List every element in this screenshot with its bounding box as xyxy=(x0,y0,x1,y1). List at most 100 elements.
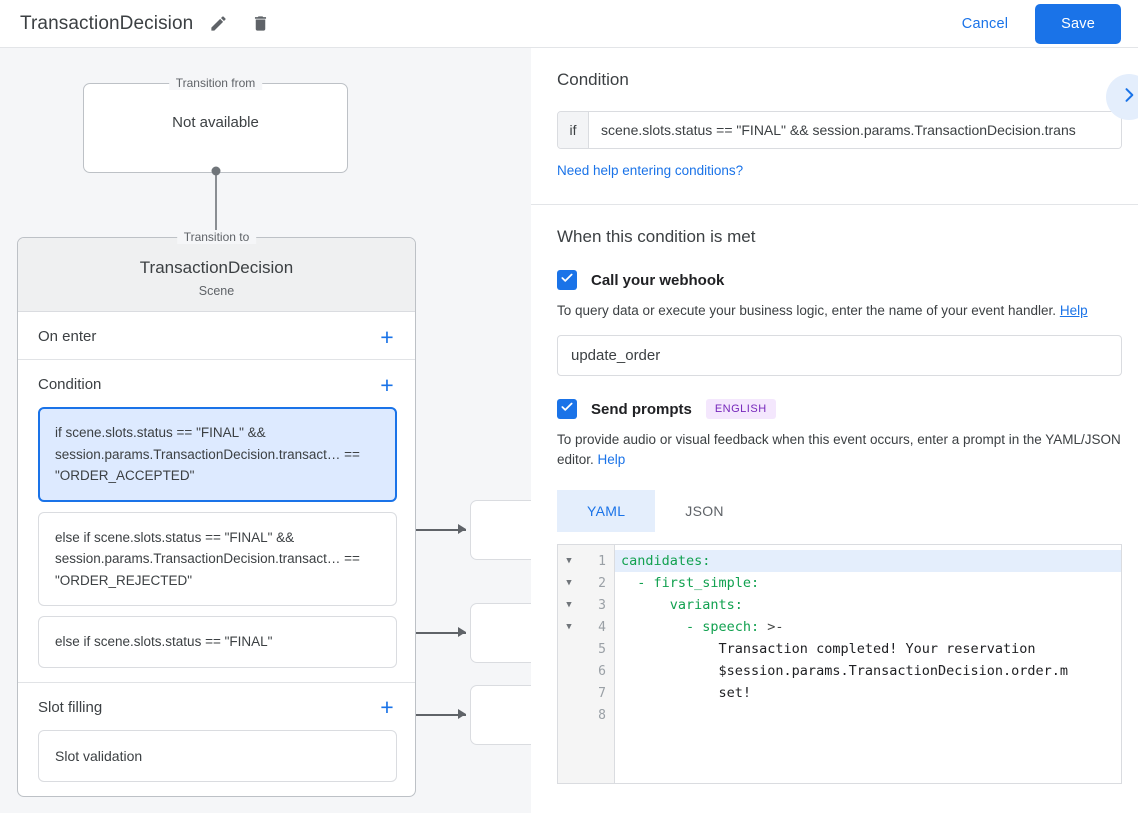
editor-code-line xyxy=(615,704,1121,726)
section-title-on-enter: On enter xyxy=(38,328,97,345)
details-panel: Condition if Need help entering conditio… xyxy=(531,48,1138,813)
cancel-button[interactable]: Cancel xyxy=(961,15,1009,32)
condition-input[interactable] xyxy=(589,112,1121,148)
fold-triangle-icon[interactable]: ▼ xyxy=(566,600,572,610)
condition-section-header: Condition xyxy=(531,48,1138,90)
condition-input-row: if xyxy=(557,111,1122,149)
call-webhook-row: Call your webhook xyxy=(557,270,1122,290)
language-chip: ENGLISH xyxy=(705,399,776,419)
save-button[interactable]: Save xyxy=(1035,3,1121,44)
prompts-description-text: To provide audio or visual feedback when… xyxy=(557,432,1121,467)
scene-name: TransactionDecision xyxy=(139,258,294,277)
editor-gutter-line: ▼3 xyxy=(558,594,614,616)
condition-target-card[interactable] xyxy=(470,603,531,663)
page-title: TransactionDecision xyxy=(20,12,194,34)
check-icon xyxy=(560,271,574,290)
add-condition-button[interactable]: + xyxy=(380,371,394,398)
line-number: 8 xyxy=(598,707,606,723)
editor-code-line: Transaction completed! Your reservation xyxy=(615,638,1121,660)
fold-triangle-icon[interactable]: ▼ xyxy=(566,622,572,632)
transition-from-box: Transition from Not available xyxy=(83,76,348,173)
editor-code-line: - speech: >- xyxy=(615,616,1121,638)
tab-yaml[interactable]: YAML xyxy=(557,490,656,532)
condition-item[interactable]: else if scene.slots.status == "FINAL" xyxy=(38,616,397,668)
condition-list: if scene.slots.status == "FINAL" && sess… xyxy=(18,407,415,682)
yaml-key: - speech: xyxy=(621,619,760,635)
condition-connector-line xyxy=(400,714,466,716)
condition-connector-line xyxy=(400,632,466,634)
fold-triangle-icon[interactable]: ▼ xyxy=(566,556,572,566)
condition-help-row: Need help entering conditions? xyxy=(557,162,1138,180)
section-on-enter: On enter + xyxy=(18,312,415,360)
prompts-help-link[interactable]: Help xyxy=(597,452,626,467)
top-app-bar: TransactionDecision Cancel Save xyxy=(0,0,1138,48)
section-title-condition: Condition xyxy=(38,376,102,393)
editor-gutter-line: 6 xyxy=(558,660,614,682)
trash-icon xyxy=(251,14,270,33)
fold-triangle-icon[interactable]: ▼ xyxy=(566,578,572,588)
editor-code-line: candidates: xyxy=(615,550,1121,572)
editor-code-line: variants: xyxy=(615,594,1121,616)
webhook-handler-input[interactable] xyxy=(557,335,1122,376)
condition-connector-arrowhead xyxy=(458,709,466,719)
send-prompts-label: Send prompts xyxy=(591,400,692,418)
add-on-enter-button[interactable]: + xyxy=(380,323,394,350)
condition-heading: Condition xyxy=(557,70,629,89)
call-webhook-description: To query data or execute your business l… xyxy=(557,301,1122,321)
when-condition-met-heading: When this condition is met xyxy=(557,227,756,246)
delete-button[interactable] xyxy=(243,7,277,41)
send-prompts-row: Send prompts ENGLISH xyxy=(557,399,1122,419)
editor-gutter-line: 7 xyxy=(558,682,614,704)
condition-target-card[interactable] xyxy=(470,685,531,745)
webhook-description-text: To query data or execute your business l… xyxy=(557,303,1057,318)
slot-filling-list: Slot validation xyxy=(18,729,415,796)
condition-target-card[interactable] xyxy=(470,500,531,560)
condition-section: Condition if Need help entering conditio… xyxy=(531,48,1138,205)
condition-connector-arrowhead xyxy=(458,627,466,637)
section-header: Slot filling + xyxy=(18,683,415,730)
tab-json[interactable]: JSON xyxy=(685,503,724,519)
section-header: On enter + xyxy=(18,312,415,359)
editor-code-line: set! xyxy=(615,682,1121,704)
scene-graph-canvas[interactable]: Transition from Not available Transition… xyxy=(0,48,531,813)
webhook-help-link[interactable]: Help xyxy=(1059,303,1088,318)
collapse-panel-button[interactable] xyxy=(1106,74,1138,120)
editor-code-line: $session.params.TransactionDecision.orde… xyxy=(615,660,1121,682)
yaml-key: - first_simple: xyxy=(621,575,760,591)
editor-gutter-line: 5 xyxy=(558,638,614,660)
editor-code-line: - first_simple: xyxy=(615,572,1121,594)
yaml-token: >- xyxy=(759,619,784,635)
transition-to-card: Transition to TransactionDecision Scene … xyxy=(17,230,416,797)
topbar-actions: Cancel Save xyxy=(948,3,1138,44)
call-webhook-checkbox[interactable] xyxy=(557,270,577,290)
condition-item[interactable]: if scene.slots.status == "FINAL" && sess… xyxy=(38,407,397,502)
section-header: Condition + xyxy=(18,360,415,407)
line-number: 5 xyxy=(598,641,606,657)
edit-name-button[interactable] xyxy=(201,7,235,41)
send-prompts-checkbox[interactable] xyxy=(557,399,577,419)
when-condition-met-section: When this condition is met Call your web… xyxy=(531,205,1138,784)
yaml-text: Transaction completed! Your reservation xyxy=(621,641,1036,657)
yaml-key: candidates: xyxy=(621,553,711,569)
transition-from-value: Not available xyxy=(172,114,259,131)
editor-gutter-line: ▼2 xyxy=(558,572,614,594)
condition-connector-arrowhead xyxy=(458,524,466,534)
section-slot-filling: Slot filling + Slot validation xyxy=(18,683,415,796)
check-icon xyxy=(560,400,574,419)
section-condition: Condition + if scene.slots.status == "FI… xyxy=(18,360,415,683)
slot-validation-item[interactable]: Slot validation xyxy=(38,729,397,782)
transition-from-legend: Transition from xyxy=(168,76,263,90)
editor-code-area[interactable]: candidates: - first_simple: variants: - … xyxy=(615,545,1121,783)
line-number: 4 xyxy=(598,619,606,635)
condition-help-link[interactable]: Need help entering conditions? xyxy=(557,163,744,178)
yaml-text: set! xyxy=(621,685,752,701)
line-number: 2 xyxy=(598,575,606,591)
chevron-right-icon xyxy=(1119,85,1138,110)
condition-item[interactable]: else if scene.slots.status == "FINAL" &&… xyxy=(38,511,397,606)
editor-gutter-line: ▼4 xyxy=(558,616,614,638)
scene-card-header[interactable]: TransactionDecision Scene xyxy=(18,238,415,312)
add-slot-filling-button[interactable]: + xyxy=(380,694,394,720)
editor-format-tabs: YAML JSON xyxy=(557,490,1122,532)
